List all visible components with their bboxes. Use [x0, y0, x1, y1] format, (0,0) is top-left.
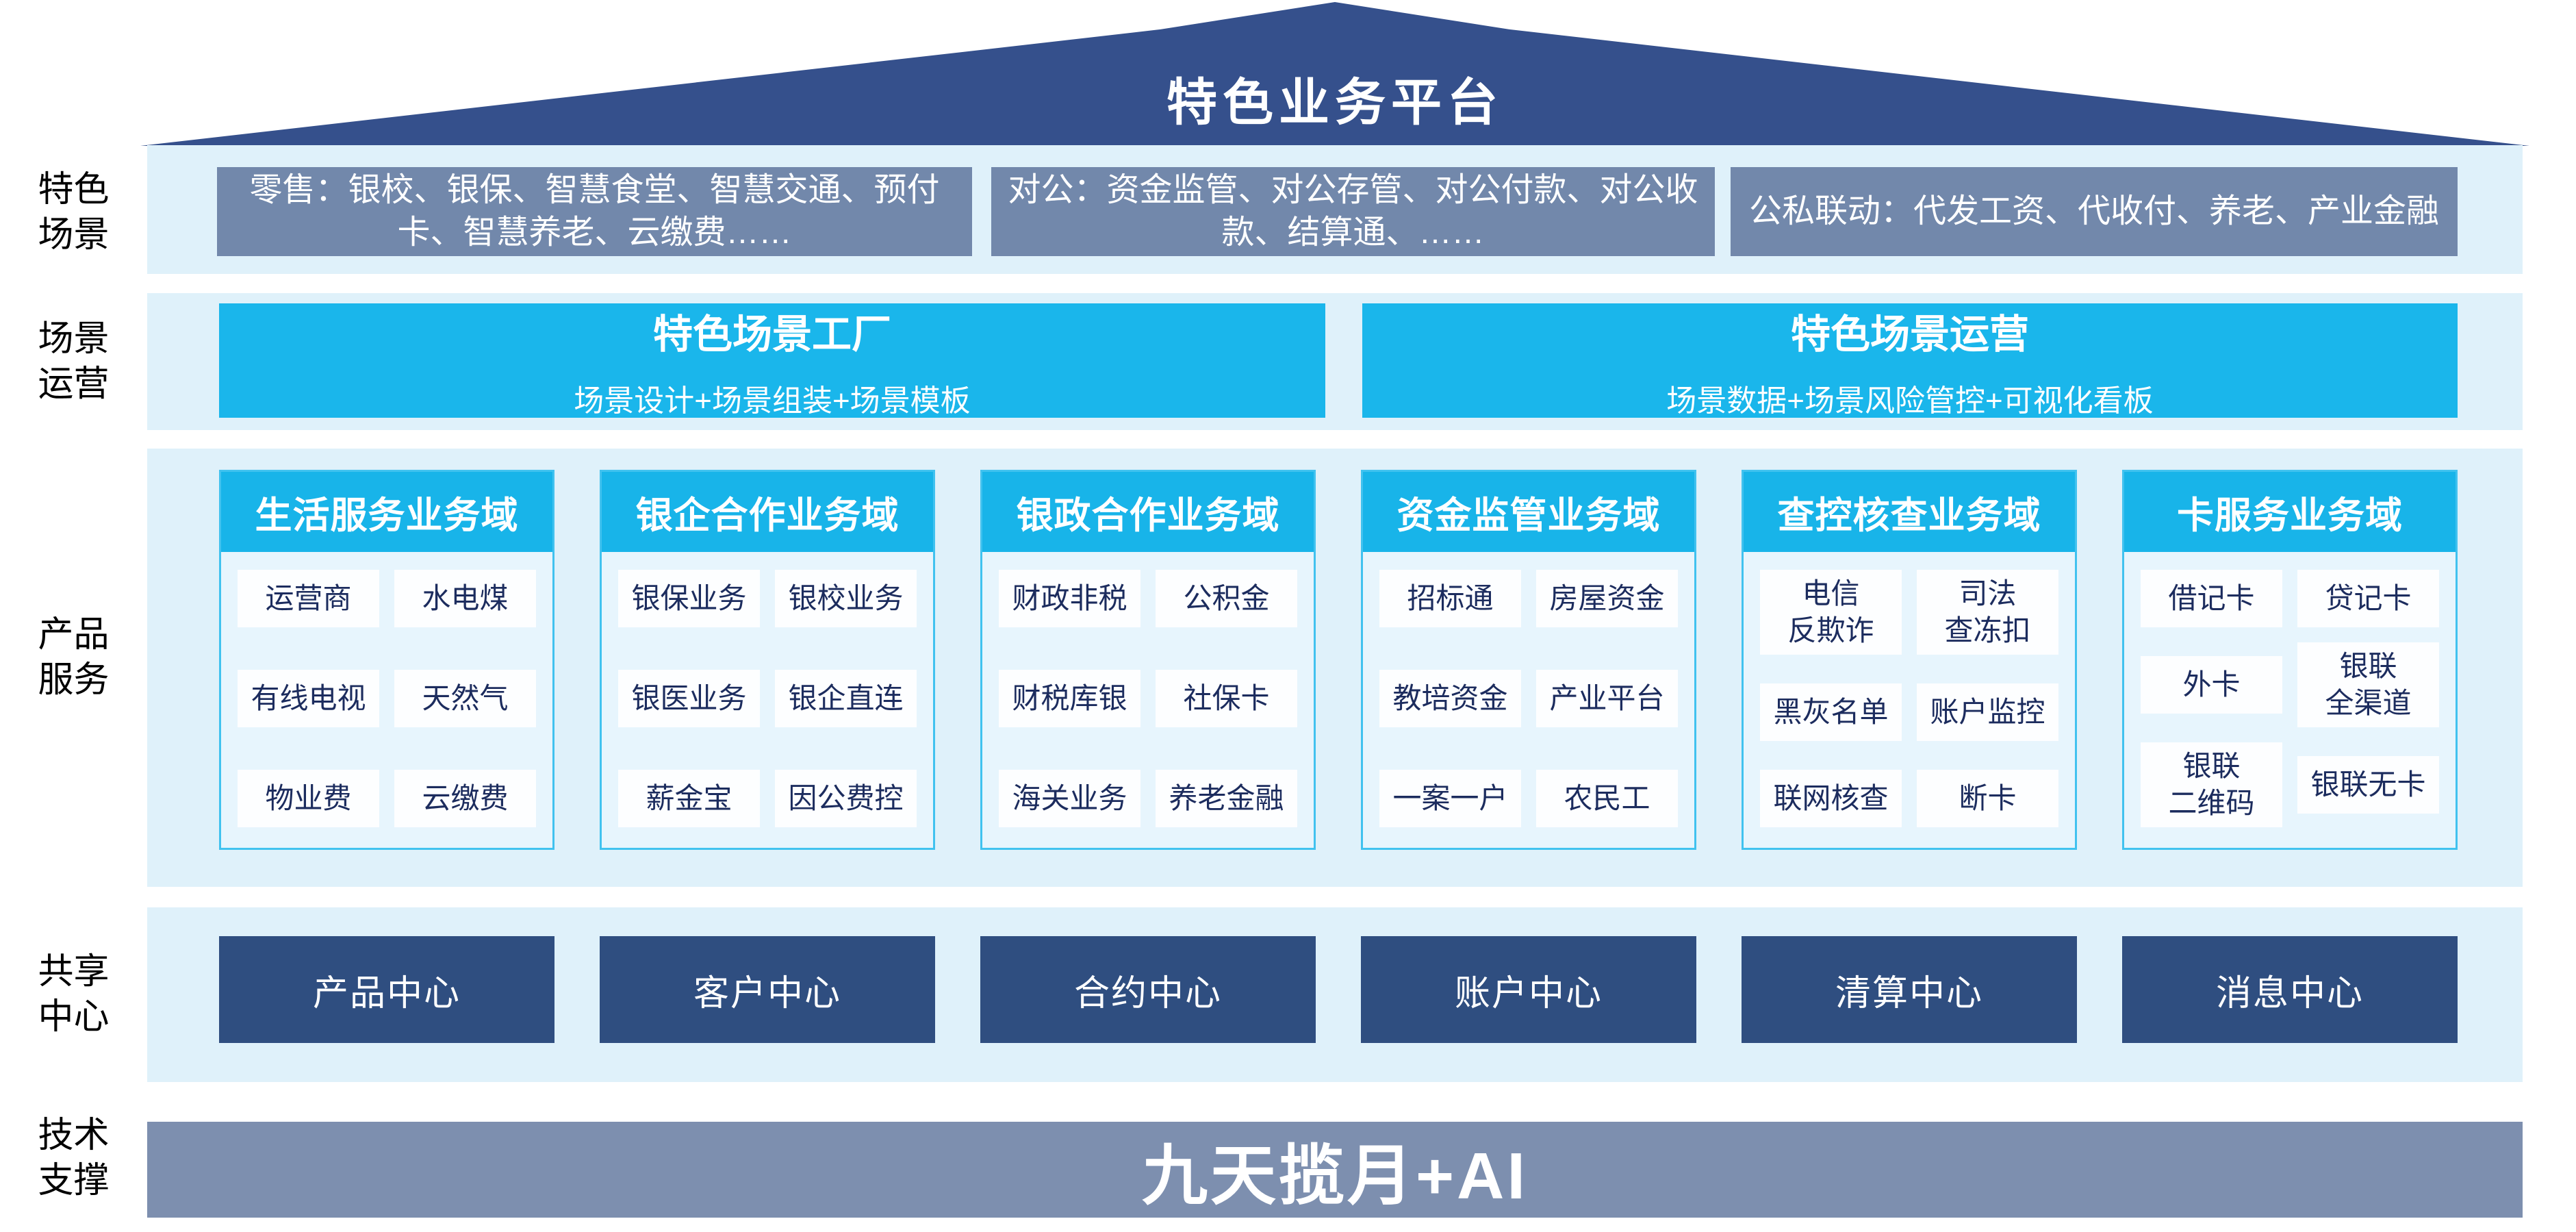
domain-item: 云缴费: [394, 770, 536, 827]
domain-item: 银校业务: [775, 570, 917, 627]
domain-card-header: 生活服务业务域: [221, 472, 552, 552]
shared-center-product: 产品中心: [219, 936, 554, 1043]
domain-item: 物业费: [238, 770, 379, 827]
domain-item: 农民工: [1536, 770, 1678, 827]
operation-subtitle: 场景数据+场景风险管控+可视化看板: [1666, 384, 2154, 418]
domain-card-header: 查控核查业务域: [1744, 472, 2075, 552]
tech-support-bar: 九天揽月+AI: [147, 1122, 2523, 1218]
domain-card-body: 财政非税公积金 财税库银社保卡 海关业务养老金融: [982, 552, 1314, 848]
domain-item: 断卡: [1917, 770, 2058, 827]
scenario-box-corporate: 对公：资金监管、对公存管、对公付款、对公收款、结算通、……: [991, 167, 1715, 256]
domain-item: 社保卡: [1156, 670, 1297, 727]
domain-card-header: 卡服务业务域: [2124, 472, 2456, 552]
domain-item: 电信 反欺诈: [1760, 570, 1902, 655]
operation-subtitle: 场景设计+场景组装+场景模板: [574, 384, 971, 418]
domain-card-bank-government: 银政合作业务域 财政非税公积金 财税库银社保卡 海关业务养老金融: [980, 470, 1316, 850]
scenario-band: 零售：银校、银保、智慧食堂、智慧交通、预付卡、智慧养老、云缴费…… 对公：资金监…: [147, 145, 2523, 274]
shared-center-customer: 客户中心: [600, 936, 935, 1043]
domain-item: 联网核查: [1760, 770, 1902, 827]
roof-banner: 特色业务平台: [140, 2, 2529, 146]
operation-title: 特色场景工厂: [652, 312, 891, 357]
operation-band: 特色场景工厂 场景设计+场景组装+场景模板 特色场景运营 场景数据+场景风险管控…: [147, 293, 2523, 430]
domain-item: 招标通: [1379, 570, 1521, 627]
shared-center-contract: 合约中心: [980, 936, 1316, 1043]
domain-item: 因公费控: [775, 770, 917, 827]
operation-box-factory: 特色场景工厂 场景设计+场景组装+场景模板: [219, 303, 1325, 418]
domain-item: 外卡: [2141, 656, 2282, 714]
domain-item: 一案一户: [1379, 770, 1521, 827]
scenario-box-linkage: 公私联动：代发工资、代收付、养老、产业金融: [1731, 167, 2458, 256]
shared-band: 产品中心 客户中心 合约中心 账户中心 清算中心 消息中心: [147, 907, 2523, 1082]
domain-item: 海关业务: [999, 770, 1140, 827]
domain-item: 银联 二维码: [2141, 742, 2282, 827]
domain-card-inquiry-control: 查控核查业务域 电信 反欺诈司法 查冻扣 黑灰名单账户监控 联网核查断卡: [1742, 470, 2077, 850]
shared-center-clearing: 清算中心: [1742, 936, 2077, 1043]
domain-item: 银联无卡: [2297, 756, 2439, 814]
domain-card-life-services: 生活服务业务域 运营商水电煤 有线电视天然气 物业费云缴费: [219, 470, 554, 850]
domain-item: 教培资金: [1379, 670, 1521, 727]
domain-item: 银联 全渠道: [2297, 642, 2439, 727]
domain-item: 运营商: [238, 570, 379, 627]
domain-card-body: 银保业务银校业务 银医业务银企直连 薪金宝因公费控: [602, 552, 933, 848]
domain-item: 产业平台: [1536, 670, 1678, 727]
domain-item: 养老金融: [1156, 770, 1297, 827]
scenario-box-retail: 零售：银校、银保、智慧食堂、智慧交通、预付卡、智慧养老、云缴费……: [217, 167, 972, 256]
domain-item: 黑灰名单: [1760, 683, 1902, 741]
domain-item: 银医业务: [618, 670, 760, 727]
side-label-product: 产品 服务: [38, 615, 110, 700]
domain-item: 贷记卡: [2297, 570, 2439, 627]
shared-center-message: 消息中心: [2122, 936, 2458, 1043]
domain-item: 财政非税: [999, 570, 1140, 627]
domain-item: 天然气: [394, 670, 536, 727]
domain-card-header: 银政合作业务域: [982, 472, 1314, 552]
operation-title: 特色场景运营: [1790, 312, 2029, 357]
domain-item: 借记卡: [2141, 570, 2282, 627]
domain-item: 公积金: [1156, 570, 1297, 627]
shared-center-account: 账户中心: [1361, 936, 1696, 1043]
domain-item: 房屋资金: [1536, 570, 1678, 627]
domain-card-body: 招标通房屋资金 教培资金产业平台 一案一户农民工: [1363, 552, 1694, 848]
domain-card-bank-enterprise: 银企合作业务域 银保业务银校业务 银医业务银企直连 薪金宝因公费控: [600, 470, 935, 850]
domain-card-body: 电信 反欺诈司法 查冻扣 黑灰名单账户监控 联网核查断卡: [1744, 552, 2075, 848]
operation-box-ops: 特色场景运营 场景数据+场景风险管控+可视化看板: [1362, 303, 2458, 418]
side-label-operation: 场景 运营: [38, 319, 110, 404]
domain-card-header: 银企合作业务域: [602, 472, 933, 552]
side-label-tech: 技术 支撑: [38, 1116, 110, 1200]
domain-item: 司法 查冻扣: [1917, 570, 2058, 655]
domain-card-body: 借记卡贷记卡 外卡银联 全渠道 银联 二维码银联无卡: [2124, 552, 2456, 848]
domain-card-fund-supervision: 资金监管业务域 招标通房屋资金 教培资金产业平台 一案一户农民工: [1361, 470, 1696, 850]
domain-item: 有线电视: [238, 670, 379, 727]
domain-card-card-services: 卡服务业务域 借记卡贷记卡 外卡银联 全渠道 银联 二维码银联无卡: [2122, 470, 2458, 850]
side-label-shared: 共享 中心: [38, 952, 110, 1037]
domain-card-header: 资金监管业务域: [1363, 472, 1694, 552]
domain-item: 水电煤: [394, 570, 536, 627]
side-label-scenario: 特色 场景: [38, 170, 110, 255]
domain-item: 银企直连: [775, 670, 917, 727]
diagram-title: 特色业务平台: [1166, 74, 1503, 131]
domain-item: 薪金宝: [618, 770, 760, 827]
domain-item: 账户监控: [1917, 683, 2058, 741]
product-band: 生活服务业务域 运营商水电煤 有线电视天然气 物业费云缴费 银企合作业务域 银保…: [147, 449, 2523, 887]
domain-item: 财税库银: [999, 670, 1140, 727]
domain-item: 银保业务: [618, 570, 760, 627]
domain-card-body: 运营商水电煤 有线电视天然气 物业费云缴费: [221, 552, 552, 848]
